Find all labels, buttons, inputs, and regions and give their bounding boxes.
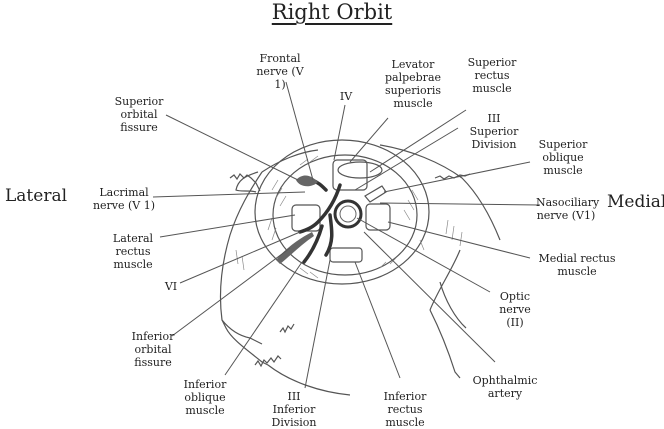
oculomotor-nerves	[298, 178, 342, 264]
leader-lines	[152, 81, 541, 389]
lateral-rectus-muscle	[291, 204, 321, 232]
label-optic-nerve: Optic nerve (II)	[499, 290, 531, 329]
inferior-rectus-muscle	[329, 247, 363, 263]
label-lateral-rectus: Lateral rectus muscle	[112, 232, 154, 271]
diagram-title: Right Orbit	[271, 0, 393, 24]
superior-oblique-muscle	[364, 185, 387, 203]
label-nasociliary-nerve: Nasociliary nerve (V1)	[536, 196, 600, 222]
label-levator: Levator palpebrae superioris muscle	[384, 58, 442, 110]
label-superior-rectus: Superior rectus muscle	[467, 56, 517, 95]
abducens-nerve-shape	[276, 232, 314, 264]
common-tendinous-ring	[254, 139, 430, 285]
label-trochlear-nerve: IV	[339, 90, 353, 103]
label-lacrimal-nerve: Lacrimal nerve (V 1)	[92, 186, 156, 212]
label-superior-orbital-fissure: Superior orbital fissure	[114, 95, 164, 134]
label-abducens: VI	[164, 280, 178, 293]
label-inferior-orbital-fissure: Inferior orbital fissure	[131, 330, 175, 369]
optic-nerve-core	[339, 205, 357, 223]
medial-label: Medial	[607, 192, 664, 212]
lateral-label: Lateral	[5, 186, 68, 206]
label-inferior-oblique: Inferior oblique muscle	[183, 378, 227, 417]
orbit-bone-outline	[219, 144, 501, 396]
label-medial-rectus: Medial rectus muscle	[538, 252, 616, 278]
frontal-nerve-shape	[296, 175, 318, 187]
medial-rectus-muscle	[365, 203, 391, 231]
inner-ring	[272, 154, 418, 276]
bone-edge-right	[429, 249, 467, 329]
label-frontal-nerve: Frontal nerve (V 1)	[256, 52, 304, 91]
superior-rectus-muscle	[332, 159, 368, 191]
levator-muscle	[337, 161, 383, 179]
label-ophthalmic-artery: Ophthalmic artery	[472, 374, 538, 400]
label-inferior-rectus: Inferior rectus muscle	[383, 390, 427, 429]
label-superior-division: III Superior Division	[469, 112, 519, 151]
label-inferior-division: III Inferior Division	[271, 390, 317, 429]
suture-lines	[229, 173, 471, 368]
label-superior-oblique: Superior oblique muscle	[538, 138, 588, 177]
